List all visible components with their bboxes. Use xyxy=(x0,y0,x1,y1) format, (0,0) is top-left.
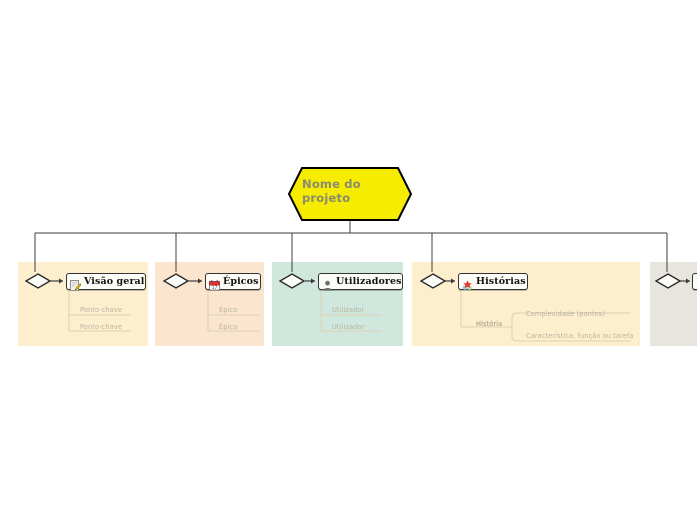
gateway-diamond-epicos[interactable] xyxy=(162,273,190,289)
root-node-label: Nome do projeto xyxy=(302,177,361,205)
user-icon xyxy=(322,276,333,291)
node-utilizadores[interactable]: Utilizadores xyxy=(318,273,403,291)
gateway-diamond-historias[interactable] xyxy=(419,273,447,289)
node-clipped[interactable] xyxy=(692,273,697,290)
node-historias-label: Histórias xyxy=(476,276,526,287)
subitem-utilizador-2[interactable]: Utilizador xyxy=(332,323,365,331)
node-epicos[interactable]: 17 Épicos xyxy=(205,273,261,291)
subitem-ponto-chave-1[interactable]: Ponto-chave xyxy=(80,306,122,314)
subitem-epico-1[interactable]: Épico xyxy=(219,306,238,314)
subitem-historia[interactable]: História xyxy=(476,320,503,328)
gateway-diamond-utilizadores[interactable] xyxy=(278,273,306,289)
root-node-project-name[interactable]: Nome do projeto xyxy=(288,167,412,221)
gateway-diamond-visao-geral[interactable] xyxy=(24,273,52,289)
node-visao-geral[interactable]: Visão geral xyxy=(66,273,146,291)
node-epicos-label: Épicos xyxy=(223,276,259,287)
swimlane-band-clipped xyxy=(650,262,697,346)
node-visao-geral-label: Visão geral xyxy=(84,276,145,287)
subitem-ponto-chave-2[interactable]: Ponto-chave xyxy=(80,323,122,331)
subitem-utilizador-1[interactable]: Utilizador xyxy=(332,306,365,314)
node-historias[interactable]: Histórias xyxy=(458,273,528,290)
svg-text:17: 17 xyxy=(212,285,218,291)
subitem-complexidade-pontos[interactable]: Complexidade (pontos) xyxy=(526,310,606,318)
note-pencil-icon xyxy=(70,276,82,291)
flower-icon xyxy=(462,276,473,290)
node-utilizadores-label: Utilizadores xyxy=(336,276,402,287)
gateway-diamond-clipped[interactable] xyxy=(654,273,682,289)
subitem-epico-2[interactable]: Épico xyxy=(219,323,238,331)
subitem-caracteristica-funcao-tarefa[interactable]: Característica, função ou tarefa xyxy=(526,332,634,340)
calendar-icon: 17 xyxy=(209,276,220,291)
